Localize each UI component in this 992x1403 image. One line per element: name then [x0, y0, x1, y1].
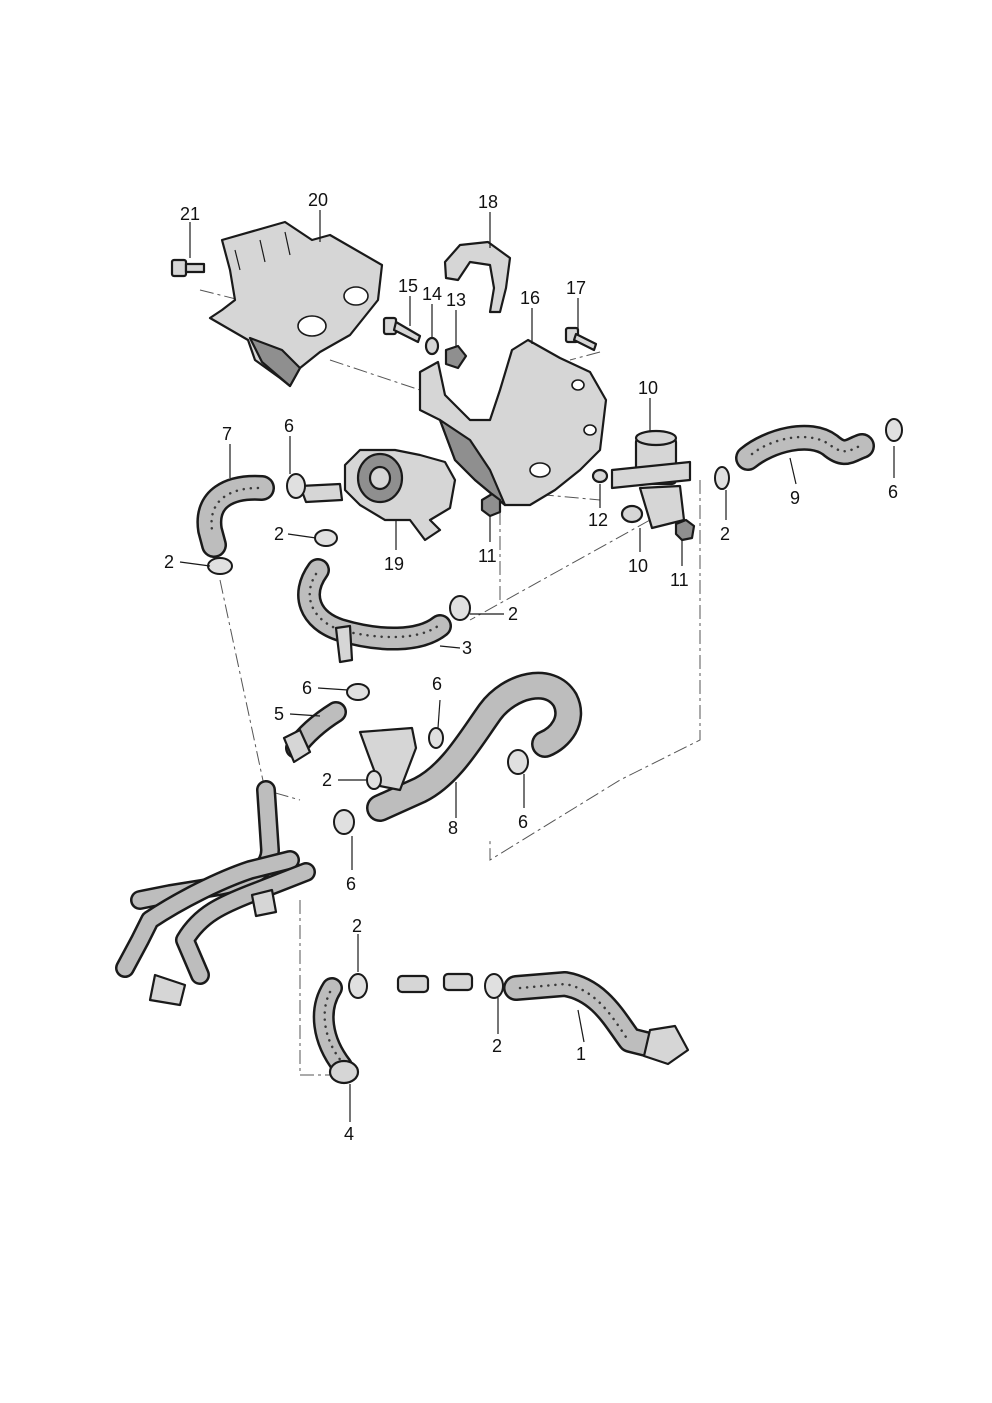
bolt-upper-right	[564, 326, 598, 352]
coolant-pipe-assembly	[115, 780, 316, 1007]
label-11-left: 11	[478, 546, 497, 566]
label-2-hose3: 2	[508, 604, 518, 624]
label-1: 1	[576, 1044, 586, 1064]
label-21: 21	[180, 204, 200, 224]
label-6-mid: 6	[432, 674, 442, 694]
label-19: 19	[384, 554, 404, 574]
label-6-hose5: 6	[302, 678, 312, 698]
pipe-connectors	[396, 972, 474, 994]
label-6-pump: 6	[284, 416, 294, 436]
label-10-top: 10	[638, 378, 658, 398]
label-12: 12	[588, 510, 608, 530]
coolant-hose-8	[358, 671, 583, 822]
label-16: 16	[520, 288, 540, 308]
bolt-washer-spacer	[382, 316, 468, 370]
leader-lines	[179, 210, 895, 1122]
coolant-hose-1	[503, 971, 690, 1066]
heat-shield	[208, 220, 384, 388]
coolant-hose-3	[297, 558, 452, 664]
shut-off-valve	[610, 429, 692, 530]
label-18: 18	[478, 192, 498, 212]
label-2-left: 2	[164, 552, 174, 572]
nut-left	[480, 492, 502, 518]
label-14: 14	[422, 284, 442, 304]
label-9: 9	[790, 488, 800, 508]
label-6-right: 6	[888, 482, 898, 502]
label-3: 3	[462, 638, 472, 658]
label-7: 7	[222, 424, 232, 444]
part-number-labels: 21 20 18 15 14 13 16 17 10 7 6 6 9 2 12 …	[164, 190, 898, 1144]
grommet	[591, 468, 609, 484]
label-17: 17	[566, 278, 586, 298]
electric-water-pump	[298, 448, 457, 542]
label-2-pump: 2	[274, 524, 284, 544]
coolant-hose-4	[312, 977, 360, 1085]
label-5: 5	[274, 704, 284, 724]
label-2-hose8: 2	[322, 770, 332, 790]
coolant-hose-9	[735, 424, 875, 471]
label-6-hose8-end: 6	[518, 812, 528, 832]
bolt	[170, 258, 206, 278]
coolant-hose-7	[196, 474, 275, 558]
label-20: 20	[308, 190, 328, 210]
label-15: 15	[398, 276, 418, 296]
label-2-valve: 2	[720, 524, 730, 544]
label-2-hose1: 2	[492, 1036, 502, 1056]
label-11-right: 11	[670, 570, 689, 590]
label-4: 4	[344, 1124, 354, 1144]
mounting-bracket	[418, 338, 608, 507]
hose-adapter-5	[282, 701, 347, 764]
label-2-hose4: 2	[352, 916, 362, 936]
nut-right	[674, 518, 696, 542]
label-13: 13	[446, 290, 466, 310]
strap-bracket	[443, 240, 512, 314]
label-8: 8	[448, 818, 458, 838]
label-10-bottom: 10	[628, 556, 648, 576]
label-6-lower: 6	[346, 874, 356, 894]
